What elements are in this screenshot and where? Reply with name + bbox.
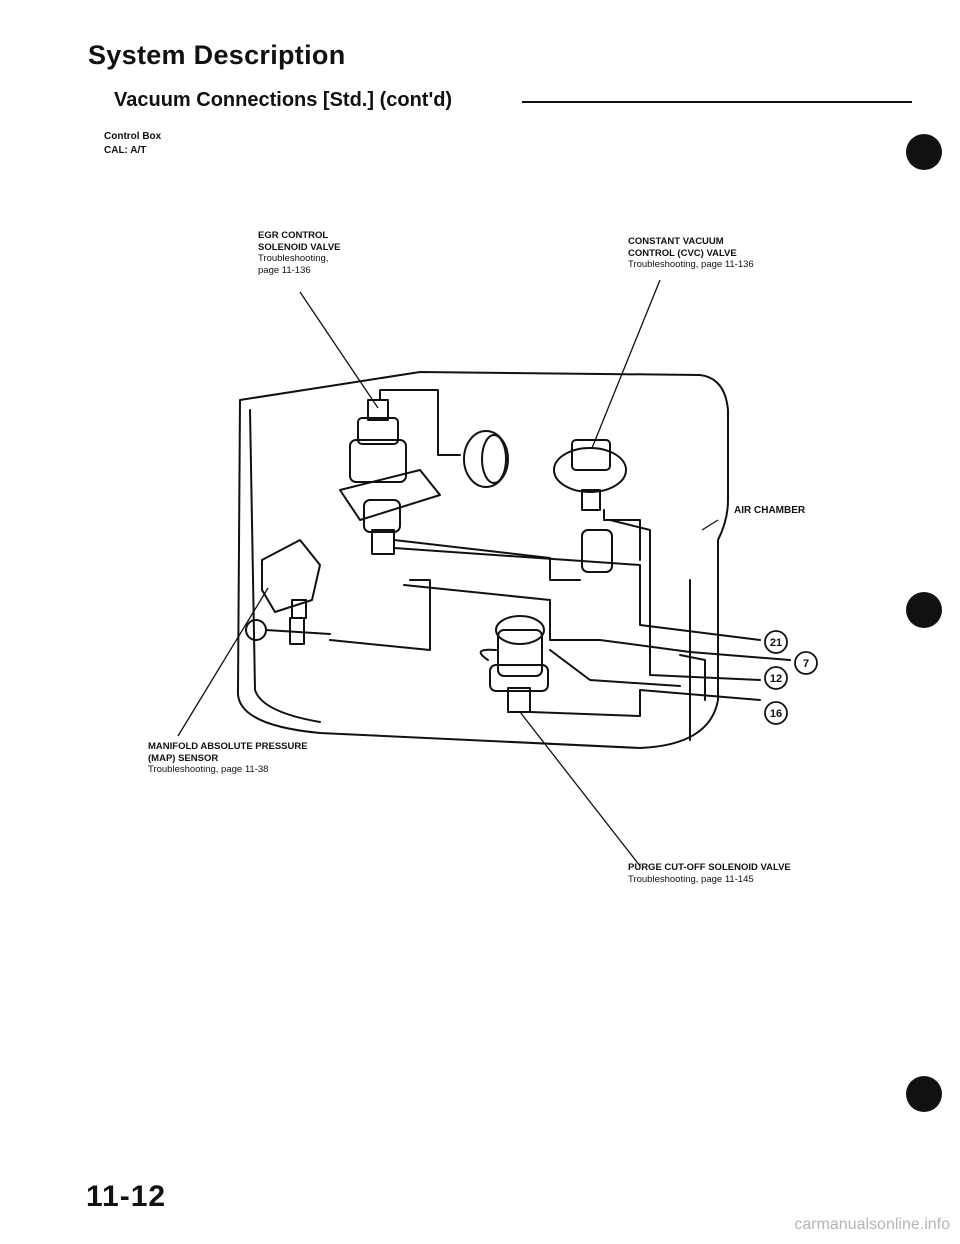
air-chamber-label: AIR CHAMBER	[734, 505, 806, 516]
egr-valve	[339, 399, 441, 555]
control-box-inner-edge	[249, 409, 321, 723]
hose	[403, 584, 791, 661]
hose	[329, 579, 431, 651]
hose-12-marker	[764, 666, 788, 690]
watermark: carmanualsonline.info	[794, 1216, 950, 1233]
hose	[529, 689, 761, 717]
hose-7-label: 7	[803, 658, 809, 670]
control-box-outline	[236, 371, 729, 749]
hose	[679, 654, 706, 701]
map-sensor	[245, 539, 331, 645]
map-ref-line: Troubleshooting, page 11-38	[148, 764, 269, 775]
purge-leader-line	[519, 711, 641, 867]
air-chamber-leader-line	[701, 519, 719, 531]
cvc-leader-line	[591, 279, 661, 449]
round-canister	[463, 430, 509, 488]
cvc-valve	[553, 439, 627, 573]
control-box-label: Control Box	[104, 131, 162, 142]
binder-hole-dot	[906, 1076, 942, 1112]
hose	[393, 539, 581, 581]
hose-21-marker	[764, 630, 788, 654]
hose	[393, 547, 761, 641]
map-heading-line: (MAP) SENSOR	[148, 752, 219, 764]
hose	[549, 649, 681, 687]
page-title: System Description	[88, 40, 346, 70]
section-divider	[522, 101, 912, 103]
map-heading-line: MANIFOLD ABSOLUTE PRESSURE	[148, 741, 308, 752]
cvc-ref-line: Troubleshooting, page 11-136	[628, 259, 754, 270]
section-title: Vacuum Connections [Std.] (cont'd)	[114, 89, 453, 111]
cal-label: CAL: A/T	[104, 145, 147, 156]
map-leader-line	[177, 587, 269, 737]
egr-heading-line: EGR CONTROL	[258, 230, 329, 241]
page-number: 11-12	[86, 1180, 167, 1213]
cvc-heading-line: CONSTANT VACUUM	[628, 236, 724, 247]
cvc-heading-line: CONTROL (CVC) VALVE	[628, 247, 737, 259]
hose-21-label: 21	[770, 637, 782, 649]
purge-ref-line: Troubleshooting, page 11-145	[628, 873, 754, 885]
egr-callout: EGR CONTROL SOLENOID VALVE Troubleshooti…	[258, 230, 341, 276]
purge-heading-line: PURGE CUT-OFF SOLENOID VALVE	[628, 862, 791, 873]
hose-7-marker	[794, 651, 818, 675]
hose-16-marker	[764, 701, 788, 725]
egr-heading-line: SOLENOID VALVE	[258, 241, 341, 253]
hose	[379, 389, 461, 456]
cvc-callout: CONSTANT VACUUM CONTROL (CVC) VALVE Trou…	[628, 236, 754, 271]
hose	[603, 509, 641, 561]
binder-hole-dot	[906, 592, 942, 628]
egr-ref-line: Troubleshooting,	[258, 253, 329, 264]
purge-valve	[479, 615, 549, 713]
egr-leader-line	[299, 291, 379, 409]
purge-callout: PURGE CUT-OFF SOLENOID VALVE Troubleshoo…	[628, 862, 791, 885]
hose-12-label: 12	[770, 673, 782, 685]
egr-ref-line: page 11-136	[258, 264, 311, 276]
hose-16-label: 16	[770, 708, 782, 720]
map-callout: MANIFOLD ABSOLUTE PRESSURE (MAP) SENSOR …	[148, 741, 308, 776]
binder-hole-dot	[906, 134, 942, 170]
